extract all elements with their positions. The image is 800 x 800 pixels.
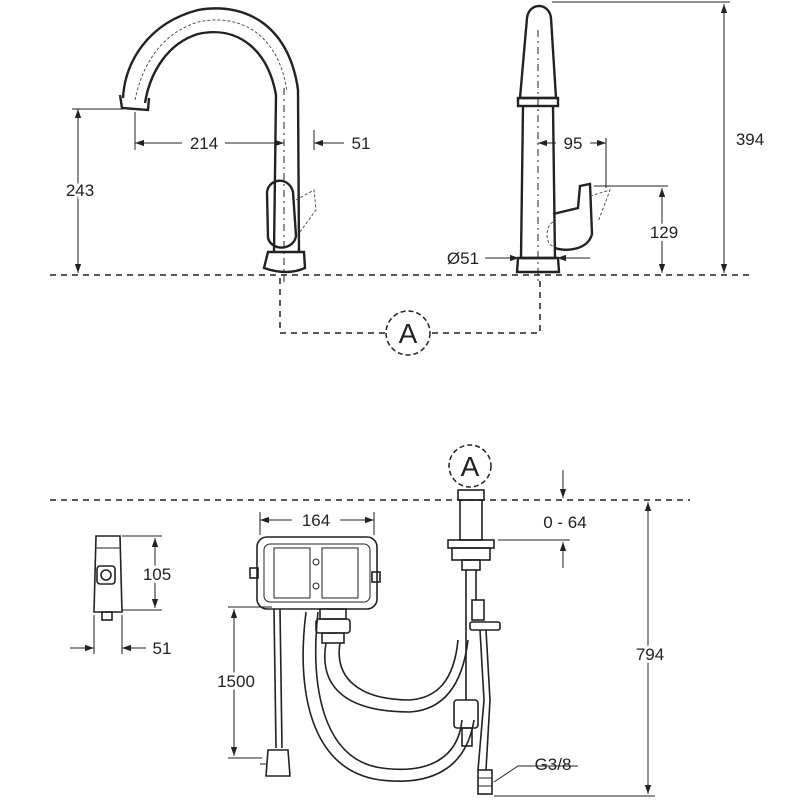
supply-hoses (302, 611, 475, 782)
faucet-side-view (515, 4, 611, 285)
dim-95-text: 95 (564, 134, 583, 153)
callout-a-bottom: A (448, 444, 492, 488)
dim-164-text: 164 (302, 511, 330, 530)
connection-path-top-right (432, 278, 541, 334)
connection-path-top (279, 278, 385, 334)
dim-1500-text: 1500 (217, 672, 255, 691)
dim-0-64-text: 0 - 64 (543, 513, 586, 532)
thread-leader (493, 765, 578, 783)
callout-a-bottom-label: A (461, 451, 480, 482)
dim-105-text: 105 (143, 565, 171, 584)
dim-794-text: 794 (636, 645, 664, 664)
faucet-front-view (118, 7, 317, 285)
dim-51-bottom-text: 51 (153, 639, 172, 658)
supply-shank (447, 489, 501, 795)
control-box (249, 536, 381, 644)
power-cable (260, 608, 291, 777)
thread-text: G3/8 (535, 755, 572, 774)
dim-214-text: 214 (190, 134, 218, 153)
dim-129-text: 129 (650, 223, 678, 242)
callout-a-top-label: A (399, 318, 418, 349)
dim-d51-text: Ø51 (447, 249, 479, 268)
dim-51-top-text: 51 (352, 134, 371, 153)
callout-a-top: A (385, 310, 431, 356)
sensor-module (93, 535, 123, 621)
dim-394-text: 394 (736, 130, 764, 149)
dim-243-text: 243 (66, 181, 94, 200)
